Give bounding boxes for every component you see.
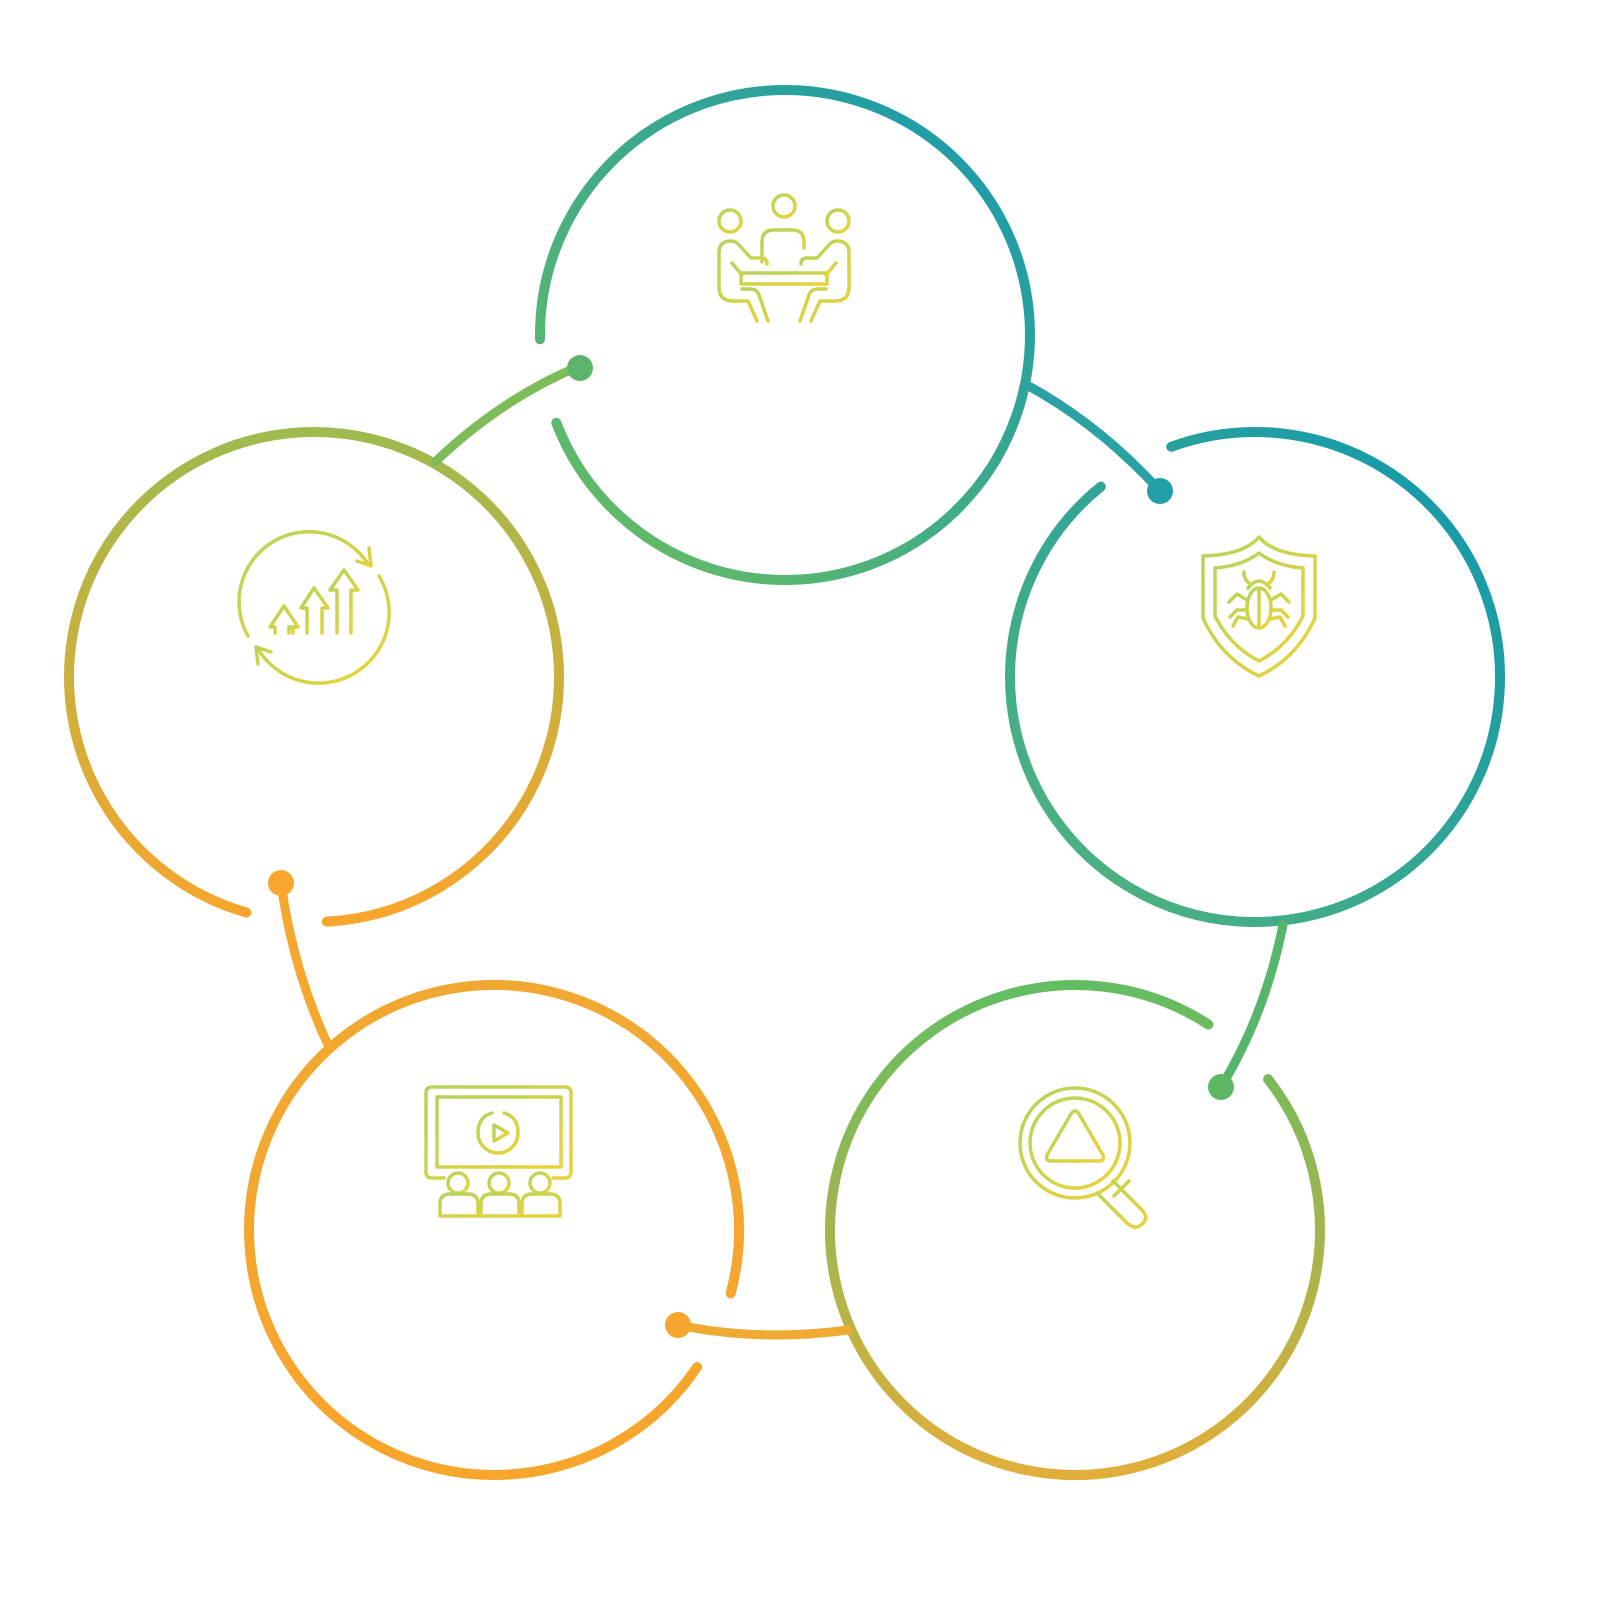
connector-dot bbox=[567, 355, 593, 381]
connector-bottomleft-left bbox=[276, 878, 333, 1050]
connector-dot bbox=[1208, 1074, 1234, 1100]
ring-right bbox=[1005, 427, 1505, 927]
ring-top bbox=[535, 85, 1035, 585]
ring-bottom-left bbox=[244, 980, 744, 1480]
connector-top-right bbox=[1022, 380, 1165, 496]
growth-cycle-icon bbox=[237, 529, 391, 685]
connector-dot bbox=[1147, 478, 1173, 504]
connector-dot bbox=[268, 870, 294, 896]
connector-bottomright-bottomleft bbox=[673, 1320, 853, 1340]
connector-dot bbox=[665, 1312, 691, 1338]
magnifier-warning-icon bbox=[1018, 1086, 1148, 1229]
shield-bug-icon bbox=[1201, 535, 1317, 678]
team-meeting-icon bbox=[717, 193, 851, 323]
video-presentation-icon bbox=[424, 1085, 573, 1218]
ring-bottom-right bbox=[825, 980, 1325, 1481]
ring-left bbox=[64, 427, 564, 927]
connector-right-bottomright bbox=[1216, 920, 1288, 1092]
connector-left-top bbox=[430, 363, 580, 467]
